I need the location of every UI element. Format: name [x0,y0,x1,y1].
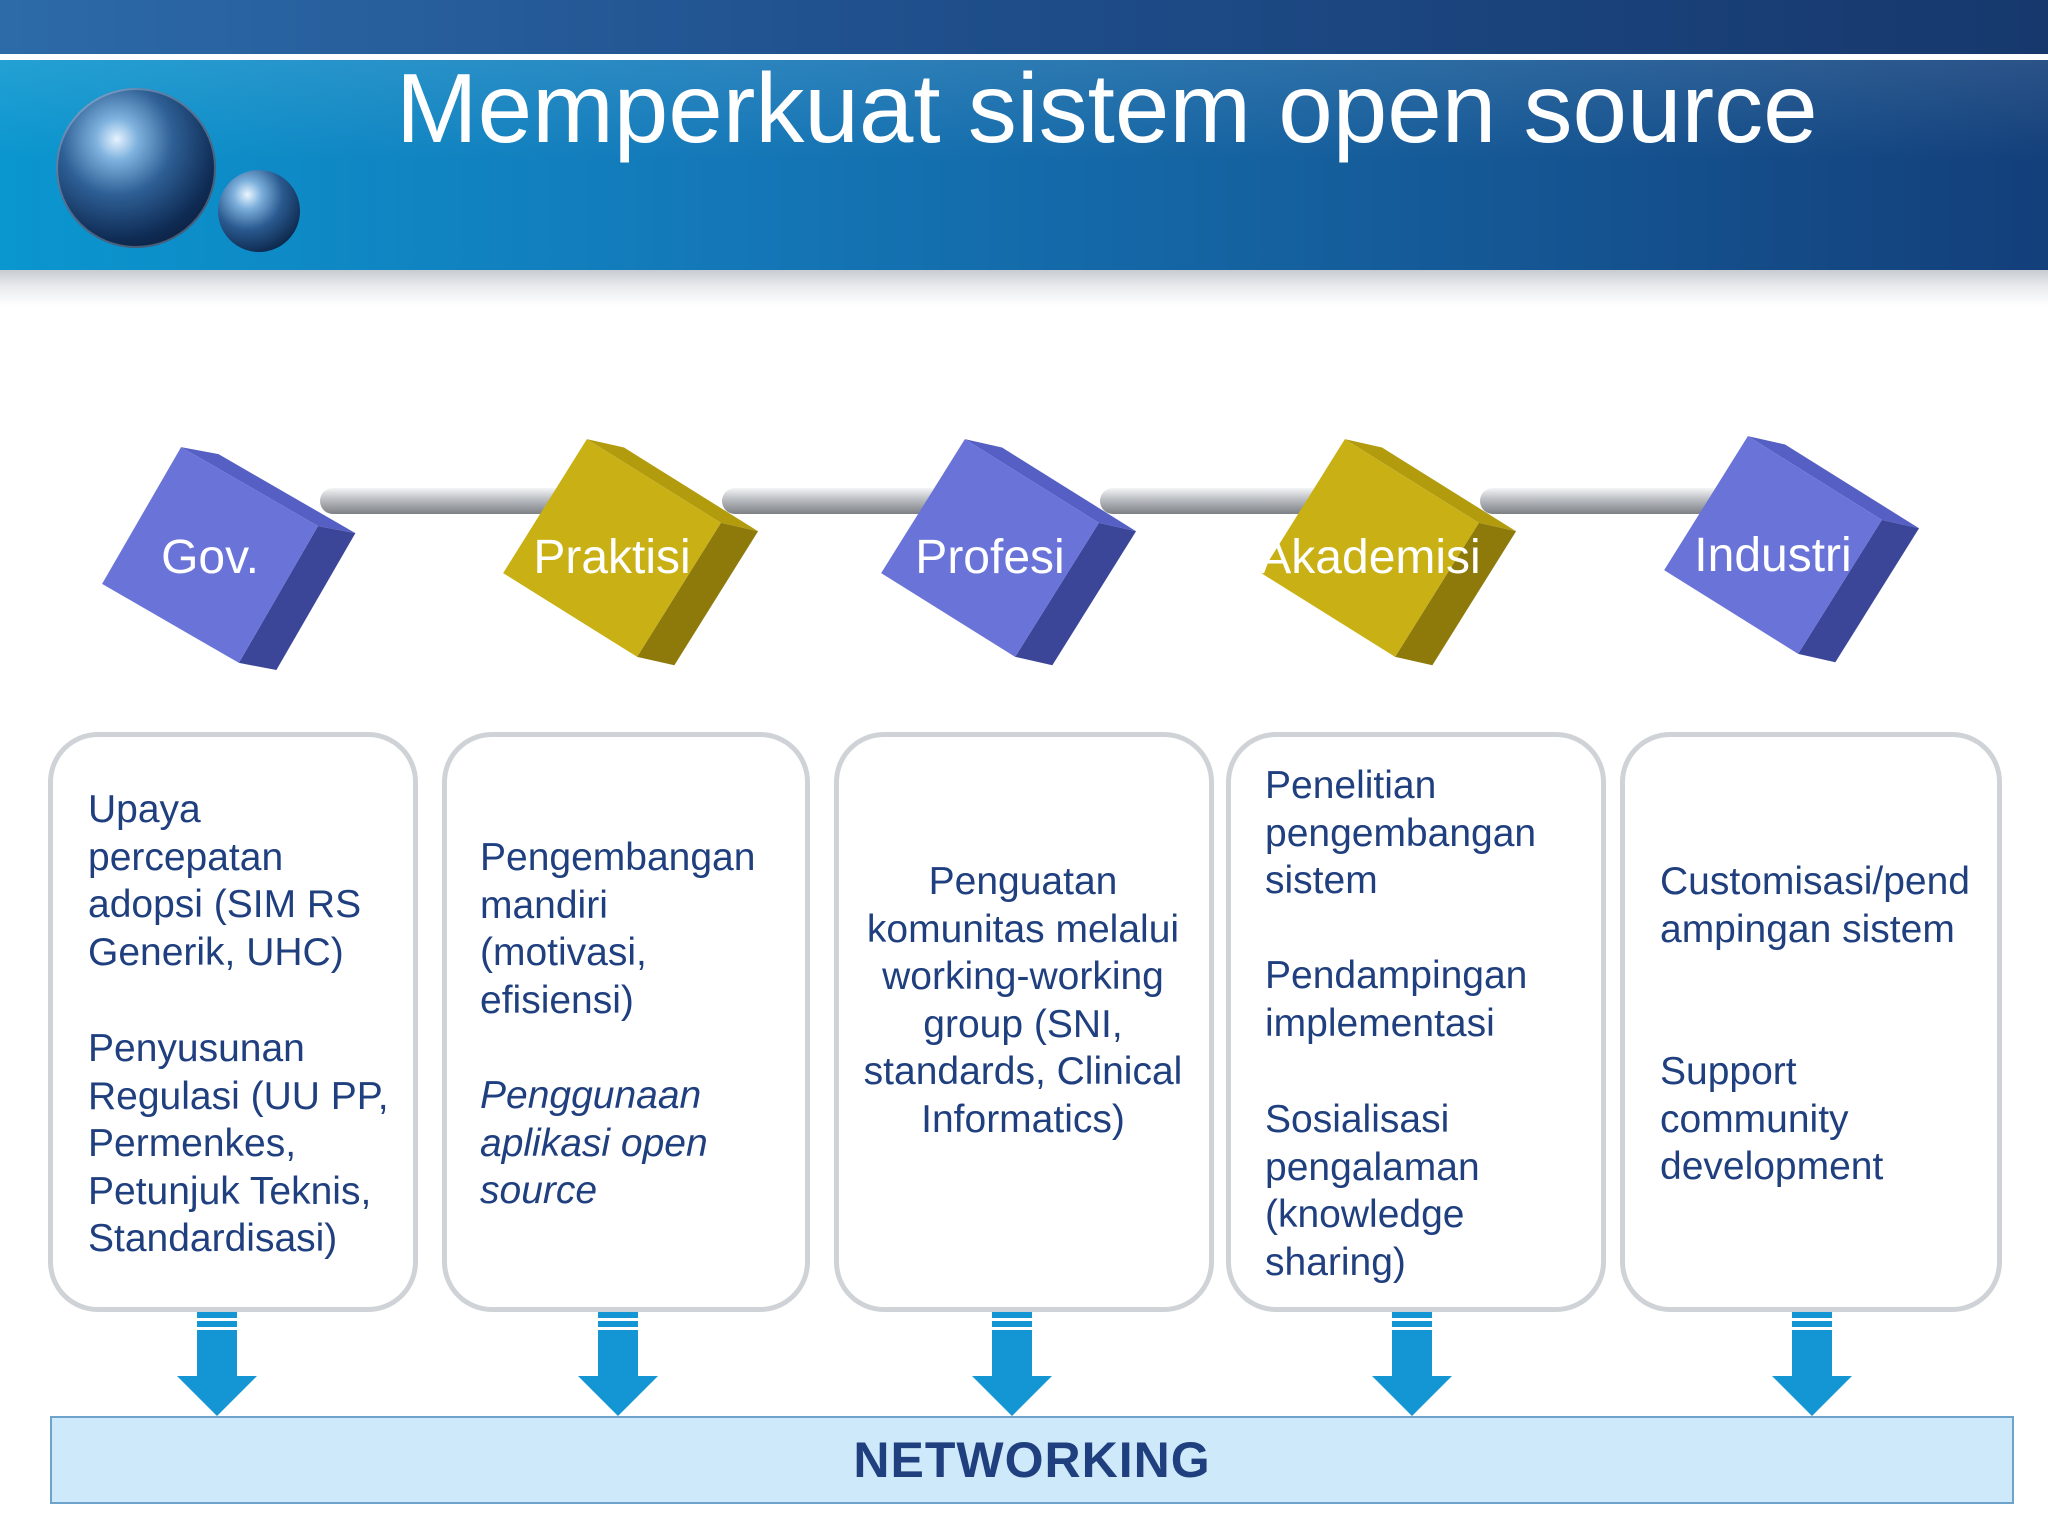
box-profesi-text-1: Penguatan komunitas melalui working-work… [863,860,1183,1141]
cube-profesi [881,439,1137,666]
down-arrow-gov [177,1312,257,1416]
cube-industri [1664,436,1920,663]
banner-shadow-bar [0,270,2048,306]
role-box-akademisi [1226,732,1606,1312]
box-industri-text-1: Customisasi/pendampingan sistem [1660,860,1970,951]
role-box-profesi [834,732,1214,1312]
title-banner [0,60,2048,270]
role-box-gov [48,732,418,1312]
cube-label-gov: Gov. [161,531,259,584]
cube-label-praktisi: Praktisi [533,531,691,584]
box-industri-text-2: Support community development [1660,1050,1884,1188]
role-box-industri [1620,732,2002,1312]
box-akademisi-text-3: Sosialisasi pengalaman (knowledge sharin… [1265,1098,1480,1284]
box-praktisi-text-2: Penggunaan aplikasi open source [480,1074,708,1212]
slide-title: Memperkuat sistem open source [396,53,1818,163]
top-color-bar [0,0,2048,54]
cube-akademisi [1261,439,1517,666]
globe-small-icon [218,170,300,252]
globe-large-icon [56,88,216,248]
down-arrow-akademisi [1372,1312,1452,1416]
down-arrow-praktisi [578,1312,658,1416]
box-akademisi-text-1: Penelitian pengembangan sistem [1265,764,1537,902]
cube-label-profesi: Profesi [915,531,1065,584]
cube-praktisi [503,439,759,666]
cube-gov [102,447,356,671]
box-gov-text-2: Penyusunan Regulasi (UU PP, Permenkes, P… [88,1027,389,1260]
box-praktisi-text-1: Pengembangan mandiri (motivasi, efisiens… [480,836,756,1022]
banner-shine [0,60,2048,160]
connector-rod-4 [1480,488,1733,514]
networking-bar: NETWORKING [50,1416,2014,1504]
networking-label: NETWORKING [853,1432,1211,1488]
cube-label-industri: Industri [1694,529,1852,582]
connector-rod-3 [1100,488,1330,514]
box-akademisi-text-2: Pendampingan implementasi [1265,954,1528,1045]
box-gov-text-1: Upaya percepatan adopsi (SIM RS Generik,… [88,788,362,974]
down-arrow-profesi [972,1312,1052,1416]
down-arrow-industri [1772,1312,1852,1416]
role-box-praktisi [442,732,810,1312]
cube-label-akademisi: Akademisi [1259,531,1481,584]
connector-rod-2 [722,488,950,514]
connector-rod-1 [320,488,572,514]
